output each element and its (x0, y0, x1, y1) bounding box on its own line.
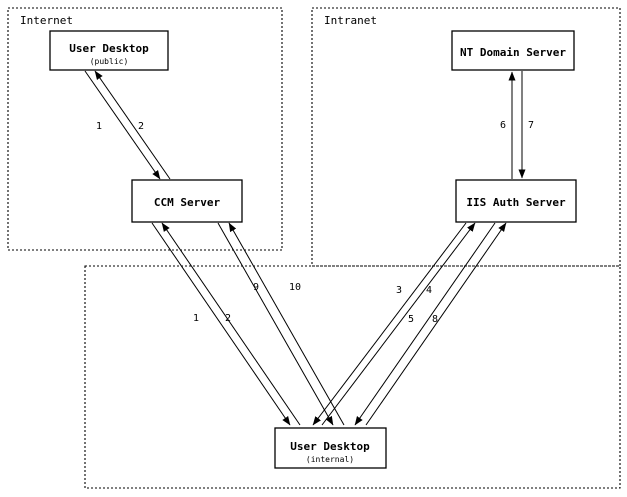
zone-internet-label: Internet (20, 14, 73, 27)
edge-3-label: 3 (396, 285, 402, 296)
edge-group-public-ccm: 1 2 (84, 70, 171, 180)
edge-7-label: 7 (528, 120, 534, 131)
node-nt-domain-server[interactable]: NT Domain Server (451, 30, 575, 71)
node-ccm-server-title: CCM Server (154, 196, 221, 209)
edge-1-line (84, 70, 161, 180)
edge-1-label: 1 (96, 121, 102, 132)
node-user-desktop-public[interactable]: User Desktop (public) (49, 30, 169, 71)
zone-internet-border (7, 7, 283, 251)
node-user-desktop-internal-subtitle: (internal) (306, 455, 354, 464)
edge-group-iis-internal-b: 5 8 (354, 222, 507, 426)
edge-3-line (312, 222, 467, 426)
node-iis-auth-server-title: IIS Auth Server (466, 196, 566, 209)
edge-8-line (365, 222, 507, 426)
edge-5-line (354, 222, 496, 426)
zone-intranet-label: Intranet (324, 14, 377, 27)
edge-group-ccm-internal-a: 1 2 (151, 222, 301, 426)
edge-9-label: 9 (253, 282, 259, 293)
edge-group-ccm-internal-b: 9 10 (217, 222, 345, 426)
zone-internal (84, 265, 621, 489)
edge-1b-line (151, 222, 291, 426)
node-user-desktop-public-subtitle: (public) (90, 57, 129, 66)
node-user-desktop-internal-title: User Desktop (290, 440, 370, 453)
edge-4-label: 4 (426, 285, 432, 296)
edge-2-label: 2 (138, 121, 144, 132)
zone-internal-border (84, 265, 621, 489)
edge-group-iis-nt: 6 7 (500, 71, 534, 179)
edge-6-label: 6 (500, 120, 506, 131)
node-nt-domain-server-title: NT Domain Server (460, 46, 566, 59)
node-nt-domain-server-box[interactable] (451, 30, 575, 71)
edge-9-line (217, 222, 334, 426)
edge-2-line (94, 70, 171, 180)
zone-internet: Internet (7, 7, 283, 251)
edge-2b-label: 2 (225, 313, 231, 324)
edge-2b-line (161, 222, 301, 426)
edge-10-line (228, 222, 345, 426)
edge-5-label: 5 (408, 314, 414, 325)
node-iis-auth-server-box[interactable] (455, 179, 577, 223)
node-iis-auth-server[interactable]: IIS Auth Server (455, 179, 577, 223)
node-user-desktop-internal[interactable]: User Desktop (internal) (274, 427, 387, 469)
edge-8-label: 8 (432, 314, 438, 325)
edge-1b-label: 1 (193, 313, 199, 324)
edge-4-line (321, 222, 476, 426)
node-user-desktop-public-box[interactable] (49, 30, 169, 71)
node-ccm-server[interactable]: CCM Server (131, 179, 243, 223)
node-user-desktop-internal-box[interactable] (274, 427, 387, 469)
edge-group-iis-internal-a: 3 4 (312, 222, 476, 426)
edge-10-label: 10 (289, 282, 301, 293)
node-ccm-server-box[interactable] (131, 179, 243, 223)
node-user-desktop-public-title: User Desktop (69, 42, 149, 55)
